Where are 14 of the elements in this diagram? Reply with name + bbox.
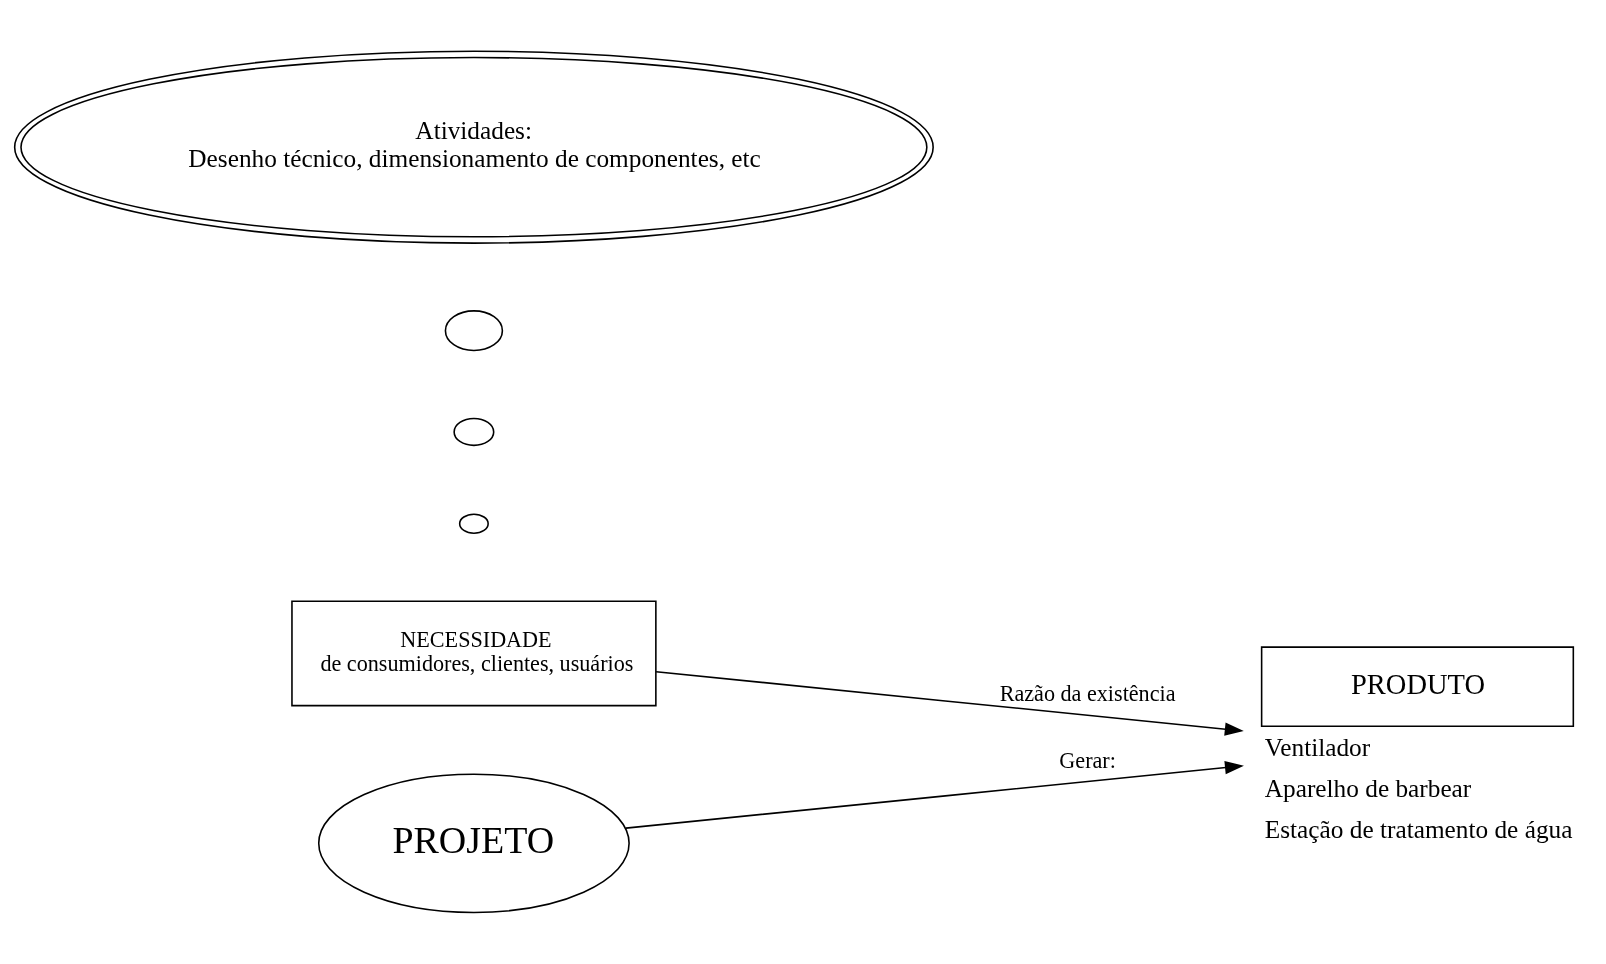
node-label: Aparelho de barbear (1264, 774, 1472, 803)
edge-label: Razão da existência (999, 681, 1176, 707)
node-circle (444, 310, 504, 352)
node-ellipse: Atividades: Desenho técnico, dimensionamento de componentes, etc (13, 50, 934, 244)
node-box: NECESSIDADE de consumidores, clientes, usuários (291, 600, 657, 707)
node-circle (453, 417, 495, 447)
node-box: PRODUTO (1260, 646, 1575, 727)
node-circle (458, 513, 489, 534)
node-label: Estação de tratamento de água (1264, 815, 1573, 844)
node-label: Ventilador (1264, 732, 1371, 761)
node-ellipse: PROJETO (317, 773, 630, 914)
arrow (625, 760, 1244, 829)
arrow (655, 670, 1244, 736)
edge-label: Gerar: (1059, 747, 1116, 773)
